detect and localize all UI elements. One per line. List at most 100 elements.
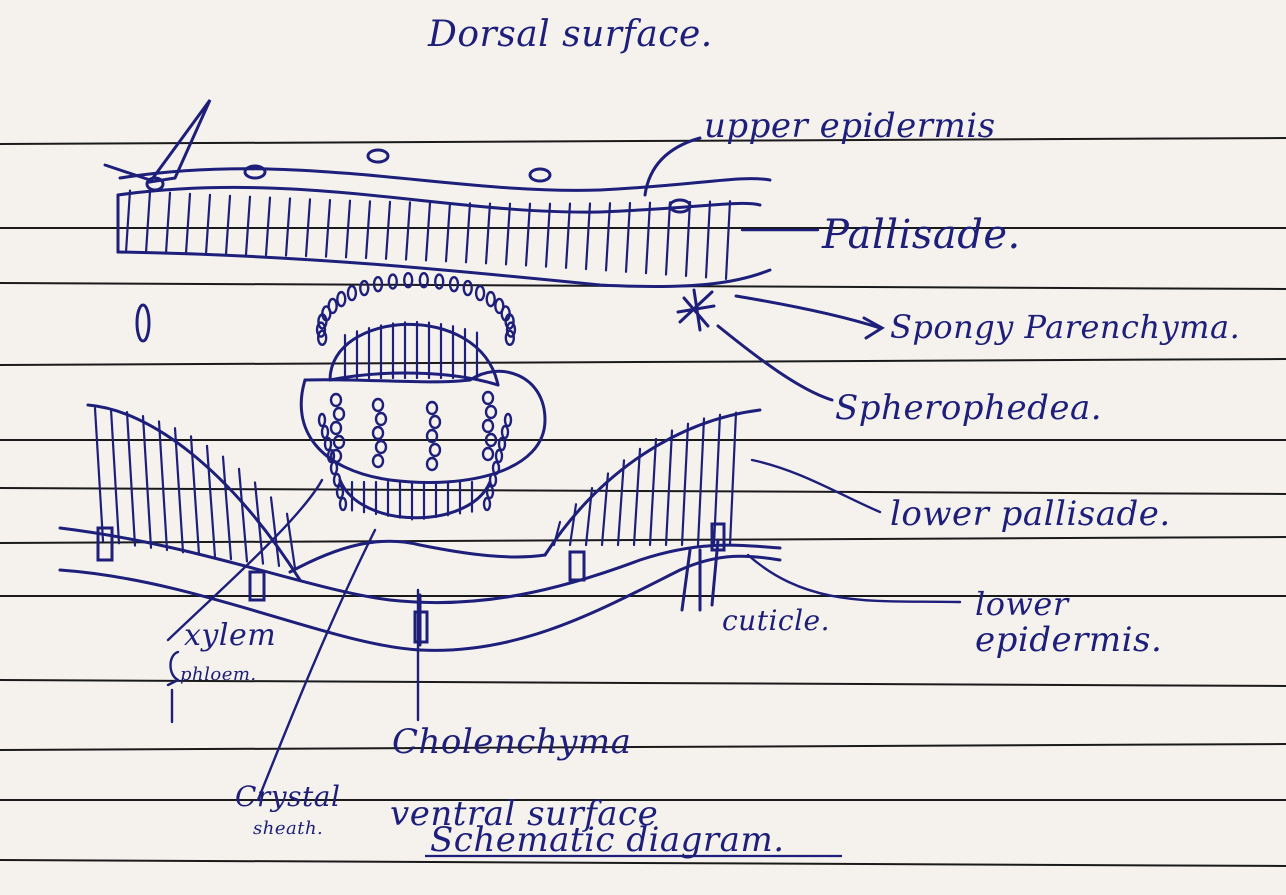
xylem-cell <box>334 408 344 420</box>
pallisade-cell <box>386 202 390 259</box>
label-sheath: sheath. <box>253 818 323 839</box>
title-dorsal-surface: Dorsal surface. <box>428 14 713 55</box>
crystal-sheath-cell <box>404 273 412 287</box>
lower-epidermis-outer <box>60 528 780 603</box>
pallisade-cell <box>191 436 199 554</box>
pallisade-cell <box>666 202 670 274</box>
xylem-cell <box>331 422 341 434</box>
pallisade-cell <box>526 204 530 266</box>
label-cholenchyma: Cholenchyma <box>392 722 631 762</box>
crystal-sheath-cell <box>331 462 337 474</box>
spongy-arrow <box>736 296 882 338</box>
pallisade-cell <box>634 449 640 545</box>
label-lower: lower <box>975 585 1069 623</box>
xylem-cell <box>373 455 383 467</box>
xylem-cell <box>376 441 386 453</box>
pallisade-cell <box>207 446 215 557</box>
crystal-sheath-cell <box>487 292 495 306</box>
pallisade-cell <box>346 201 350 258</box>
xylem-cell <box>427 458 437 470</box>
xylem-cell <box>373 399 383 411</box>
pallisade-cell <box>730 413 736 545</box>
pallisade-cell <box>570 504 576 545</box>
pallisade-cell <box>406 202 410 259</box>
vascular-dots <box>317 273 515 510</box>
pallisade-cell <box>226 196 230 254</box>
pallisade-cell <box>446 203 450 261</box>
label-spongy-parenchyma: Spongy Parenchyma. <box>890 308 1240 346</box>
pallisade-cell <box>206 195 210 254</box>
crystal-sheath-cell <box>337 292 345 306</box>
pallisade-cell <box>146 192 150 253</box>
pallisade-cell <box>586 488 592 545</box>
pallisade-cell <box>726 201 730 279</box>
crystal-sheath-cell <box>502 426 508 438</box>
xylem-cell <box>430 444 440 456</box>
pallisade-cell <box>246 197 250 255</box>
xylem-cell <box>483 448 493 460</box>
label-cuticle: cuticle. <box>722 604 830 637</box>
crystal-sheath-cell <box>487 486 493 498</box>
pallisade-cell <box>95 408 103 541</box>
pallisade-cell <box>271 497 279 565</box>
spherophedea-cluster <box>678 290 714 330</box>
label-spherophedea: Spherophedea. <box>835 388 1102 428</box>
pallisade-cell <box>143 416 151 548</box>
crystal-sheath-cell <box>490 474 496 486</box>
crystal-sheath-cell <box>360 281 368 295</box>
crystal-sheath-cell <box>319 414 325 426</box>
crystal-sheath-cell <box>340 498 346 510</box>
pallisade-cell <box>159 421 167 550</box>
pallisade-cell <box>466 203 470 262</box>
pallisade-cell <box>682 424 688 545</box>
xylem-cell <box>486 406 496 418</box>
pallisade-hatching <box>95 191 736 569</box>
pallisade-cell <box>666 431 672 545</box>
crystal-sheath-cell <box>348 286 356 300</box>
pallisade-cell <box>606 203 610 270</box>
pallisade-cell <box>111 409 119 543</box>
crystal-sheath-cell <box>420 273 428 287</box>
xylem-cell <box>373 427 383 439</box>
crystal-sheath-cell <box>329 299 337 313</box>
vascular-cap-lower <box>340 480 490 518</box>
xylem-cell <box>483 392 493 404</box>
crystal-sheath-cell <box>450 277 458 291</box>
pallisade-cell <box>486 204 490 264</box>
label-lower-pallisade: lower pallisade. <box>890 494 1171 534</box>
pallisade-cell <box>306 199 310 256</box>
pallisade-cell <box>223 457 231 559</box>
label-epidermis: epidermis. <box>975 620 1162 660</box>
crystal-sheath-cell <box>389 275 397 289</box>
crystal-sheath-cell <box>484 498 490 510</box>
label-phloem: phloem. <box>180 664 257 685</box>
xylem-cell <box>331 394 341 406</box>
crystal-sheath-cell <box>435 275 443 289</box>
pallisade-cell <box>239 469 247 561</box>
stoma-left <box>137 305 149 341</box>
pallisade-cell <box>506 204 510 265</box>
label-pallisade: Pallisade. <box>822 212 1021 258</box>
crystal-sheath-cell <box>496 450 502 462</box>
xylem-cell <box>376 413 386 425</box>
caption-schematic-diagram: Schematic diagram. <box>430 820 785 860</box>
pallisade-cell <box>706 202 710 278</box>
crystal-sheath-cell <box>374 277 382 291</box>
pallisade-cell <box>698 418 704 545</box>
crystal-sheath-cell <box>334 474 340 486</box>
label-xylem: xylem <box>184 618 276 653</box>
xylem-cell <box>427 402 437 414</box>
pallisade-cell <box>646 203 650 273</box>
pallisade-cell <box>127 412 135 545</box>
pallisade-cell <box>426 203 430 261</box>
pallisade-cell <box>326 200 330 257</box>
pallisade-cell <box>266 198 270 255</box>
crystal-sheath-cell <box>337 486 343 498</box>
pallisade-cell <box>366 201 370 258</box>
xylem-cell <box>427 430 437 442</box>
xylem-cell <box>334 436 344 448</box>
xylem-cell <box>430 416 440 428</box>
label-crystal: Crystal <box>235 780 340 813</box>
